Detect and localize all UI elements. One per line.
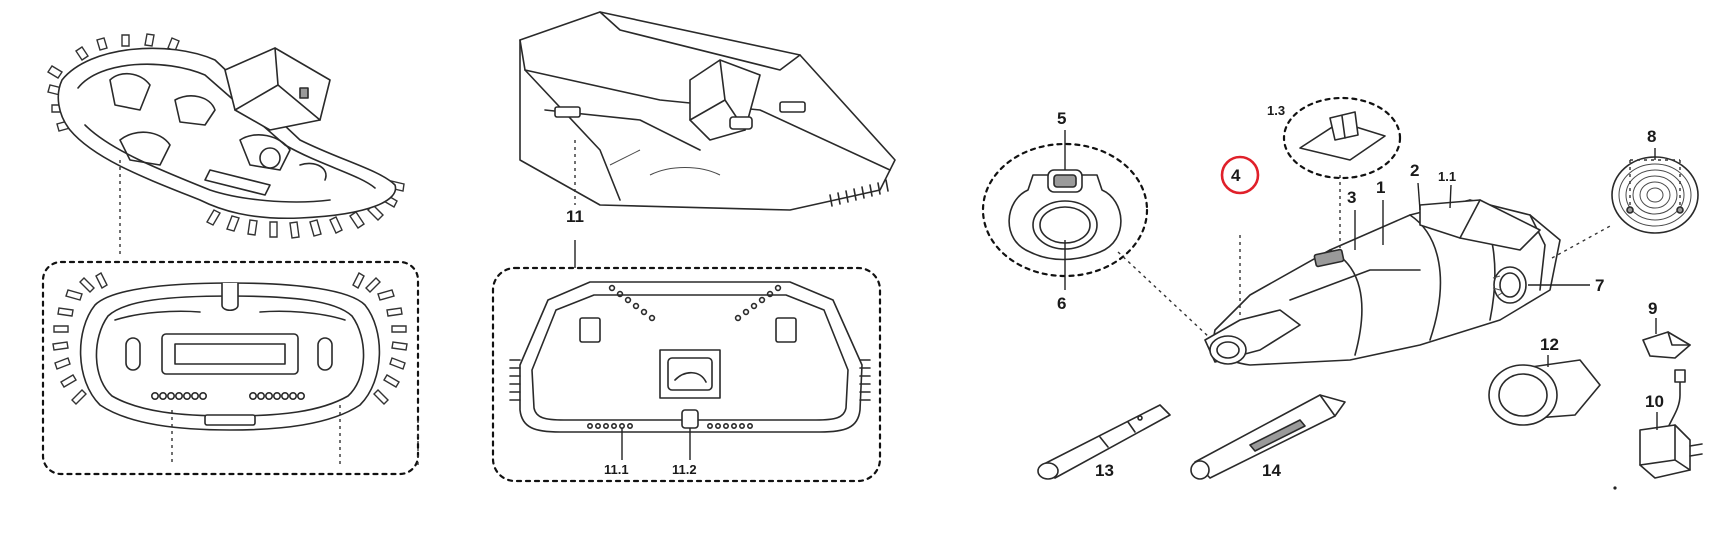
filter-seal-5-6: 5 6	[981, 109, 1211, 339]
label-9: 9	[1648, 299, 1657, 318]
extension-tube-13: 13	[1037, 404, 1171, 480]
label-11-2: 11.2	[672, 462, 697, 477]
latch-detail-1-3: 1.3	[1267, 96, 1402, 248]
label-8: 8	[1647, 127, 1656, 146]
brush-head-top-view	[47, 33, 405, 255]
label-13: 13	[1095, 461, 1114, 480]
charger-10: 10	[1613, 369, 1703, 490]
highlight-circle	[1220, 155, 1260, 195]
label-6: 6	[1057, 294, 1066, 313]
label-3: 3	[1347, 188, 1356, 207]
crevice-tool-14: 14	[1190, 394, 1346, 480]
label-12: 12	[1540, 335, 1559, 354]
label-1-1: 1.1	[1438, 169, 1456, 184]
label-1: 1	[1376, 178, 1385, 197]
disc-filter-8: 8	[1551, 127, 1699, 259]
handheld-vacuum-body: 7 3 1 2 1.1	[1204, 161, 1604, 366]
brush-head-bottom-view	[41, 260, 420, 476]
label-14: 14	[1262, 461, 1281, 480]
clip-9: 9	[1642, 299, 1691, 359]
label-1-3: 1.3	[1267, 103, 1285, 118]
label-4: 4	[1231, 166, 1241, 185]
label-11: 11	[566, 207, 584, 226]
label-11-1: 11.1	[604, 462, 629, 477]
label-5: 5	[1057, 109, 1066, 128]
label-2: 2	[1410, 161, 1419, 180]
floor-head-underside-view: 11.1 11.2	[491, 266, 882, 483]
part-4-callout: 4	[1220, 155, 1260, 195]
label-7: 7	[1595, 276, 1604, 295]
label-10: 10	[1645, 392, 1664, 411]
funnel-nozzle-12: 12	[1488, 335, 1601, 426]
floor-head-top-view: 11	[519, 11, 896, 268]
